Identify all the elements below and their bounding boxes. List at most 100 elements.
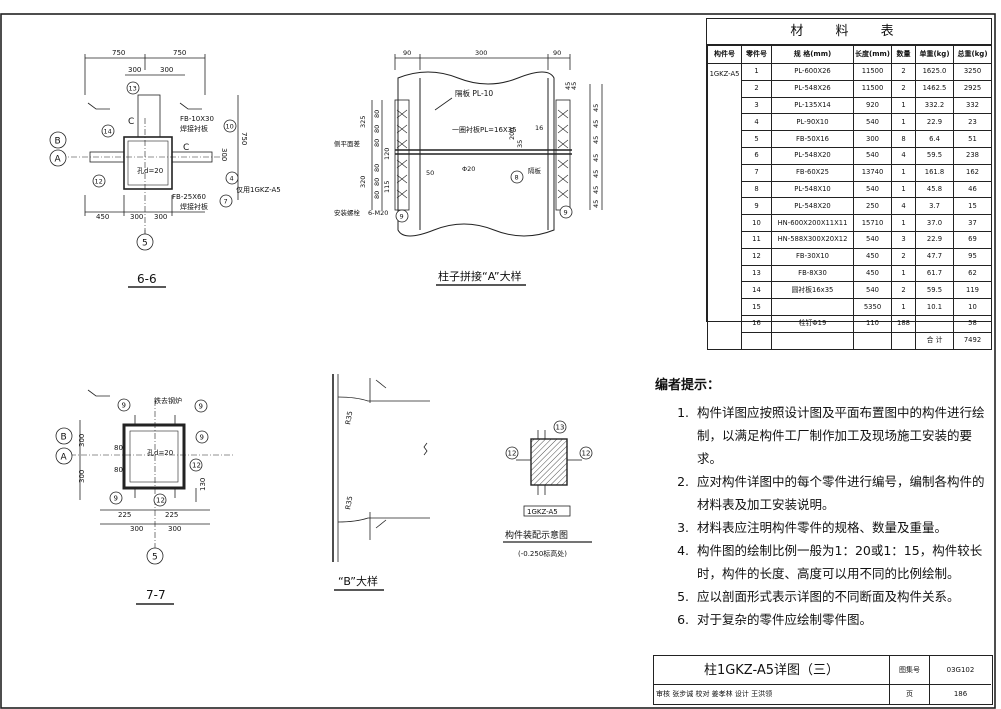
table-cell: 540 [853, 230, 892, 249]
table-cell: 46 [953, 180, 992, 199]
section-7-7-label: 7-7 [146, 588, 166, 602]
col-total-weight: 总重(kg) [953, 45, 992, 64]
note-diaphragm-2: 隔板 [528, 166, 542, 175]
svg-text:9: 9 [564, 209, 568, 217]
sheet-border [0, 13, 996, 709]
table-cell: 15 [741, 298, 772, 316]
table-cell: 14 [741, 281, 772, 300]
dim77-bot-300a: 300 [130, 525, 143, 533]
table-cell: 540 [853, 180, 892, 199]
table-cell: FB-30X10 [771, 247, 854, 266]
col-spec: 规 格(mm) [771, 45, 854, 64]
table-cell: 58 [953, 314, 992, 333]
table-cell: 10 [741, 214, 772, 232]
dim77-bot-225a: 225 [118, 511, 131, 519]
material-table-grid: 构件号 零件号 规 格(mm) 长度(mm) 数量 单重(kg) 总重(kg) … [707, 45, 992, 350]
dim-left-80f: 80 [373, 191, 381, 199]
table-cell: 62 [953, 264, 992, 283]
table-cell: PL-600X26 [771, 63, 854, 81]
drawing-title: 柱1GKZ-A5详图（三） [654, 656, 890, 685]
table-cell: 37.0 [915, 214, 954, 232]
table-cell: 540 [853, 113, 892, 132]
part-mark-12-asm-a: 12 [505, 446, 519, 460]
total-value: 7492 [953, 331, 992, 350]
svg-text:8: 8 [515, 174, 519, 182]
table-cell: HN-600X200X11X11 [771, 214, 854, 232]
table-cell: FB-8X30 [771, 264, 854, 283]
radius-1: R35 [344, 410, 354, 425]
dim-left-115: 115 [383, 181, 391, 193]
part-mark-12-77b: 12 [189, 458, 203, 472]
note-ring-backing: 一圈衬板PL=16X35 [452, 125, 517, 134]
table-cell: 162 [953, 163, 992, 182]
material-table-header: 构件号 零件号 规 格(mm) 长度(mm) 数量 单重(kg) 总重(kg) [707, 45, 992, 64]
review-line: 审核 张步诚 校对 姜孝林 设计 王洪领 [654, 685, 890, 704]
dim-right-45c: 45 [592, 104, 600, 112]
note-item-6: 对于复杂的零件应绘制零件图。 [693, 608, 985, 631]
dim77-left-300b: 300 [78, 470, 86, 483]
table-cell: 6 [741, 146, 772, 165]
table-cell [771, 298, 854, 316]
table-cell: PL-135X14 [771, 96, 854, 115]
table-cell: 12 [741, 247, 772, 266]
table-cell: 540 [853, 146, 892, 165]
note-item-2: 应对构件详图中的每个零件进行编号，编制各构件的材料表及加工安装说明。 [693, 470, 985, 516]
part-mark-14: 14 [101, 124, 115, 138]
splice-a-label: 柱子拼接“A”大样 [438, 269, 522, 283]
table-cell: 1625.0 [915, 63, 954, 81]
table-cell: 1 [891, 163, 916, 182]
dim77-right-130: 130 [199, 478, 207, 491]
axis-b-bubble-77: B [55, 427, 73, 445]
table-cell: 13740 [853, 163, 892, 182]
dim-bot-2: 300 [130, 213, 143, 221]
dim-left-320: 320 [359, 176, 367, 188]
detail-b: R35 R35 “B”大样 [332, 374, 430, 591]
table-cell: 5 [741, 130, 772, 148]
table-cell: PL-548X26 [771, 79, 854, 98]
table-cell: 119 [953, 281, 992, 300]
table-cell: 22.9 [915, 113, 954, 132]
table-cell: 1 [891, 96, 916, 115]
dim-top-90a: 90 [403, 49, 411, 57]
col-length: 长度(mm) [853, 45, 892, 64]
table-cell: 16 [741, 314, 772, 333]
section-7-7: 铁去钢炉 孔d=20 300 80 80 300 130 225 225 300… [55, 389, 235, 605]
dim-left-80a: 80 [373, 110, 381, 118]
table-cell: 69 [953, 230, 992, 249]
part-mark-9-77b: 9 [194, 399, 208, 413]
note-c-2: C [183, 143, 189, 153]
dim-right-45e: 45 [592, 136, 600, 144]
svg-text:12: 12 [508, 450, 517, 458]
dim77-bot-300b: 300 [168, 525, 181, 533]
dim-mid-2: 300 [160, 66, 173, 74]
note-item-5: 应以剖面形式表示详图的不同断面及构件关系。 [693, 585, 985, 608]
svg-text:9: 9 [199, 403, 203, 411]
editor-notes: 编者提示： 构件详图应按照设计图及平面布置图中的构件进行绘制，以满足构件工厂制作… [655, 374, 985, 631]
note-hole-d20: 孔d=20 [137, 167, 163, 175]
section-6-6: 750 750 300 300 450 300 300 750 300 FB-1… [49, 49, 281, 288]
table-cell: 61.7 [915, 264, 954, 283]
dim-top-90b: 90 [553, 49, 561, 57]
table-cell: 332.2 [915, 96, 954, 115]
table-cell: 540 [853, 281, 892, 300]
svg-text:B: B [55, 137, 61, 147]
svg-text:9: 9 [122, 402, 126, 410]
dim-right-45h: 45 [592, 186, 600, 194]
table-cell: PL-548X10 [771, 180, 854, 199]
dim-right-45f: 45 [592, 154, 600, 162]
part-mark-9a: 9 [395, 209, 409, 223]
dim-top-300: 300 [475, 49, 487, 57]
table-cell: 1462.5 [915, 79, 954, 98]
note-hole-d20-77: 孔d=20 [147, 449, 173, 457]
table-cell: 332 [953, 96, 992, 115]
table-cell: 3.7 [915, 197, 954, 216]
table-cell: 2 [891, 63, 916, 81]
table-cell: PL-548X20 [771, 197, 854, 216]
page-number: 186 [953, 690, 968, 698]
svg-text:10: 10 [226, 123, 234, 131]
svg-text:B: B [61, 433, 67, 443]
